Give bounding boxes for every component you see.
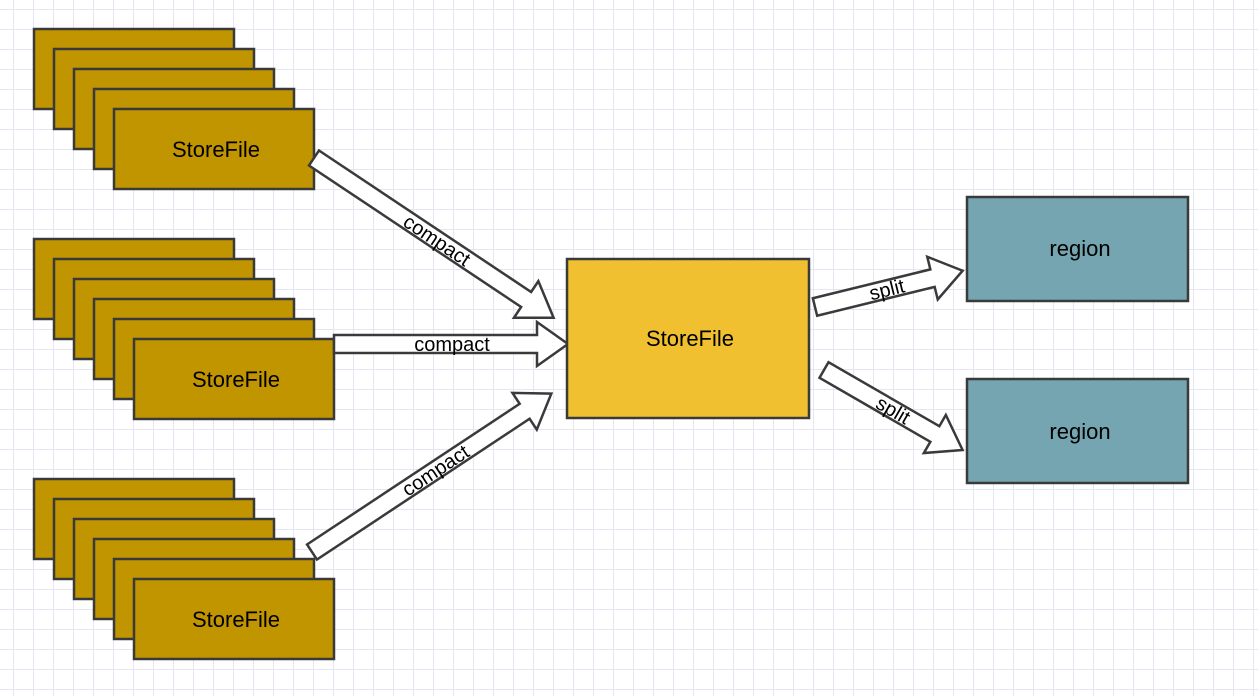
storefile-group-1: StoreFile <box>32 27 316 191</box>
arrow-shape <box>305 391 554 562</box>
split-label: split <box>867 275 907 305</box>
arrow-shape <box>307 148 556 320</box>
region-1: region <box>965 195 1190 303</box>
compact-arrow-1: compact <box>307 148 556 320</box>
arrow-shape <box>332 319 571 369</box>
storefile-group-2: StoreFile <box>32 237 336 421</box>
region-box <box>965 377 1190 485</box>
region-2: region <box>965 377 1190 485</box>
compact-label: compact <box>414 334 490 356</box>
arrow-shape <box>817 360 965 455</box>
split-arrow-1: split <box>811 254 965 318</box>
storefile-box <box>132 337 336 421</box>
compact-arrow-3: compact <box>305 391 554 562</box>
storefile-label: StoreFile <box>192 367 280 392</box>
region-label: region <box>1049 236 1110 261</box>
merged-storefile-box <box>565 257 811 420</box>
split-arrow-2: split <box>817 360 965 455</box>
merged-storefile: StoreFile <box>565 257 811 420</box>
arrow-shape <box>811 254 965 318</box>
compact-label: compact <box>399 211 474 271</box>
storefile-group-3: StoreFile <box>32 477 336 661</box>
compact-arrow-2: compact <box>332 319 571 369</box>
storefile-box <box>132 577 336 661</box>
storefile-label: StoreFile <box>172 137 260 162</box>
storefile-label: StoreFile <box>192 607 280 632</box>
merged-storefile-label: StoreFile <box>646 326 734 351</box>
storefile-box <box>112 107 316 191</box>
region-box <box>965 195 1190 303</box>
compact-label: compact <box>398 441 474 501</box>
region-label: region <box>1049 419 1110 444</box>
